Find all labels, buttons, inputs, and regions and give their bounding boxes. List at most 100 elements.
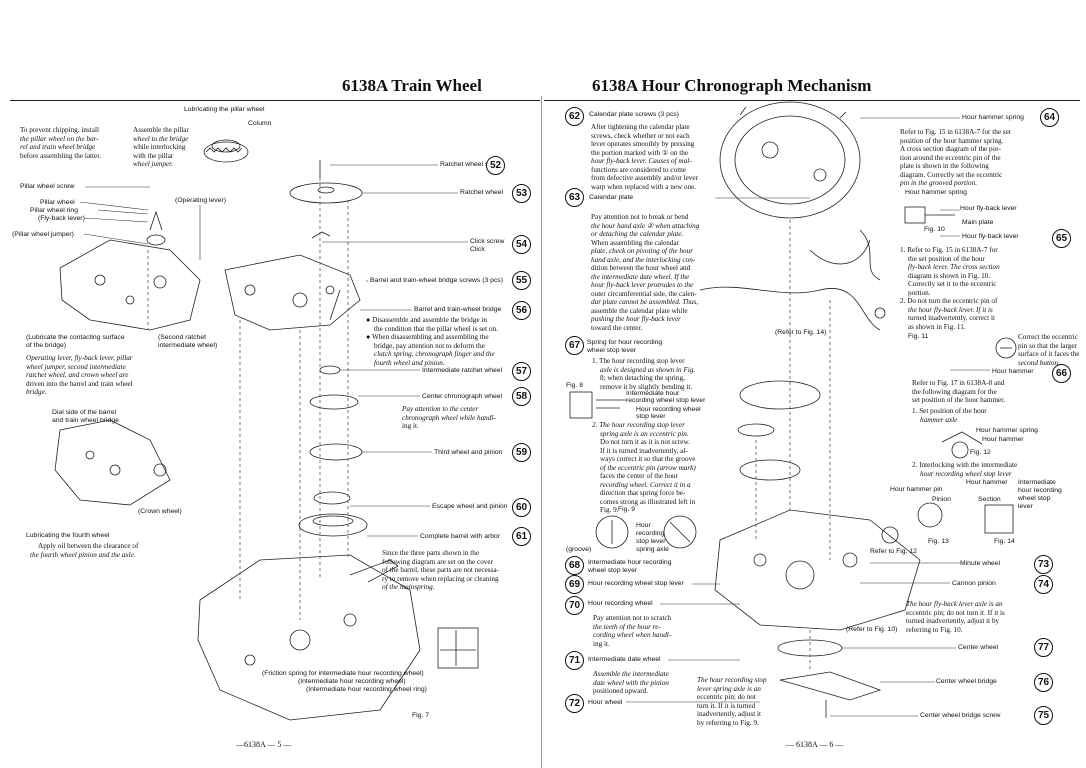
bullet-line: ● Disassemble and assemble the bridge in <box>366 316 487 324</box>
note-line: turned inadvertently, adjust it by <box>906 617 1000 625</box>
note-line: the hour fly-back lever. If it is <box>908 305 993 314</box>
fig13-label: Hour hammer pin <box>890 486 943 493</box>
part-76-label: Center wheel bridge <box>936 678 997 685</box>
part-70-number: 70 <box>565 596 584 615</box>
note-line: faces the center of the hour <box>600 472 679 480</box>
left-page-number: —6138A — 5 — <box>236 740 292 749</box>
note-line: fly-back lever. The cross section <box>908 263 1000 271</box>
bullet-line: ● When disassembling and assembling the <box>366 333 489 341</box>
note-line: Assemble the pillar <box>133 126 189 134</box>
fig14-label: lever <box>1018 503 1033 510</box>
note-line: following diagram are set on the cover <box>382 557 493 566</box>
note-line: inadvertently, adjust it <box>697 710 762 718</box>
note-line: Refer to Fig. 15 in 6138A-7 for the set <box>900 128 1011 136</box>
fig7-caption: Fig. 7 <box>412 712 429 719</box>
dial-side-label: and train wheel bridge <box>52 417 119 424</box>
part-56-label: Barrel and train-wheel bridge <box>414 306 502 313</box>
note-line: eccentric pin; do not turn it. If it is <box>906 608 1005 617</box>
part-71-label: Intermediate date wheel <box>588 656 661 663</box>
lube-pillar-label: Lubricating the pillar wheel <box>184 106 265 113</box>
note-line: 2. Do not turn the eccentric pin of <box>900 297 998 305</box>
note-line: Fig. 9. <box>600 506 619 514</box>
note-line: Refer to Fig. 17 in 6138A-8 and <box>912 379 1005 387</box>
fig12-caption: Fig. 12 <box>970 449 991 456</box>
note-line: of the barrel, these parts are not neces… <box>382 566 499 574</box>
note-line: 1. The hour recording stop lever <box>592 357 685 365</box>
part-59-number: 59 <box>512 443 531 462</box>
fig14-caption: Fig. 14 <box>994 538 1015 545</box>
part-64-label: Hour hammer spring <box>962 114 1024 121</box>
friction-spring-label: (Intermediate hour recording wheel) <box>298 678 406 685</box>
note-line: cording wheel when handl- <box>593 631 672 639</box>
note-line: diagram is shown in Fig. 10. <box>908 271 991 280</box>
note-line: ry to remove when replacing or cleaning <box>382 574 499 583</box>
part-65-number: 65 <box>1052 229 1071 248</box>
pillar-wheel-label: Pillar wheel <box>40 199 75 206</box>
note-line: The hour recording stop <box>697 676 767 684</box>
note-line: the intermediate date wheel. If the <box>591 272 690 281</box>
note-line: plate, check on pivoting of the hour <box>591 247 693 255</box>
note-line: Correctly set it to the eccentric <box>908 280 997 288</box>
fig13-caption: Fig. 13 <box>928 538 949 545</box>
fig12-label: Hour hammer <box>982 436 1024 443</box>
note-line: the pillar wheel on the bar- <box>20 134 99 143</box>
note-line: hand axle, and the interlocking con- <box>591 255 696 264</box>
note-line: If it is turned inadvertently, al- <box>600 446 688 455</box>
note-line: When assembling the calendar <box>591 238 680 247</box>
note-line: from defective assembly and/or lever <box>591 174 698 182</box>
note-line: while interlocking <box>133 143 186 151</box>
part-72-number: 72 <box>565 694 584 713</box>
part-67-number: 67 <box>565 336 584 355</box>
part-75-label: Center wheel bridge screw <box>920 712 1001 719</box>
part-53-number: 53 <box>512 184 531 203</box>
fig9-label: stop lever <box>636 538 666 545</box>
pillar-wheel-jumper-label: (Pillar wheel jumper) <box>12 231 74 238</box>
note-line: hour recording wheel stop lever <box>920 469 1012 478</box>
fig13-label: Hour hammer <box>966 479 1008 486</box>
part-59-label: Third wheel and pinion <box>434 449 503 456</box>
fig9-label: (groove) <box>566 546 592 553</box>
note-line: dar plate cannot be assembled. Thus, <box>591 298 699 306</box>
note-line: with the pillar <box>133 151 174 160</box>
part-69-label: Hour recording wheel stop lever <box>588 580 684 587</box>
fig8-label: recording wheel stop lever <box>626 397 706 404</box>
part-65-label: Hour fly-back lever <box>962 233 1019 240</box>
fig10-caption: Fig. 10 <box>924 226 945 233</box>
refer-fig10-label: (Refer to Fig. 10) <box>846 626 898 633</box>
dial-side-label: Dial side of the barrel <box>52 409 117 416</box>
note-line: hour fly-back lever protrudes to the <box>591 281 694 289</box>
note-line: the hour hand axle ② when attaching <box>591 221 700 230</box>
lubricate-surface-label: of the bridge) <box>26 342 67 349</box>
pillar-wheel-ring-label: Pillar wheel ring <box>30 207 78 214</box>
note-line: the portion marked with ① on the <box>591 148 689 157</box>
fig8-label: Hour recording wheel <box>636 406 701 413</box>
note-line: eccentric pin; do not <box>697 693 756 701</box>
note-line: 1. Refer to Fig. 15 in 6138A-7 for <box>900 246 998 254</box>
part-68-number: 68 <box>565 556 584 575</box>
note-line: rel and train wheel bridge <box>20 143 96 151</box>
note-line: 8; when detaching the spring, <box>600 374 685 382</box>
part-75-number: 75 <box>1034 706 1053 725</box>
fig9-label: spring axle <box>636 546 669 553</box>
second-ratchet-label: intermediate wheel) <box>158 342 218 349</box>
part-77-label: Center wheel <box>958 644 999 651</box>
note-line: surface of it faces the <box>1018 350 1080 358</box>
note-line: Assemble the intermediate <box>593 670 669 678</box>
note-line: pushing the hour fly-back lever <box>591 315 681 323</box>
lube-fourth-note: the fourth wheel pinion and the axle. <box>30 550 136 559</box>
note-line: referring to Fig. 10. <box>906 625 963 634</box>
note-line: wheel to the bridge <box>133 134 189 143</box>
note-line: driven into the barrel and train wheel <box>26 379 133 388</box>
note-line: After tightening the calendar plate <box>591 123 690 131</box>
note-line: ratchet wheel, and crown wheel are <box>26 371 129 379</box>
friction-spring-label: (Intermediate hour recording wheel ring) <box>306 686 427 693</box>
note-line: pin so that the larger <box>1018 341 1077 350</box>
part-63-label: Calendar plate <box>589 194 634 201</box>
right-page-title: 6138A Hour Chronograph Mechanism <box>592 76 872 95</box>
note-line: by referring to Fig. 9. <box>697 718 759 727</box>
note-line: comes strong as illustrated left in <box>600 497 696 506</box>
fig8-label: stop lever <box>636 413 666 420</box>
note-line: hammer axle <box>920 415 958 424</box>
fig10-label: Hour fly-back lever <box>960 205 1017 212</box>
part-66-number: 66 <box>1052 364 1071 383</box>
